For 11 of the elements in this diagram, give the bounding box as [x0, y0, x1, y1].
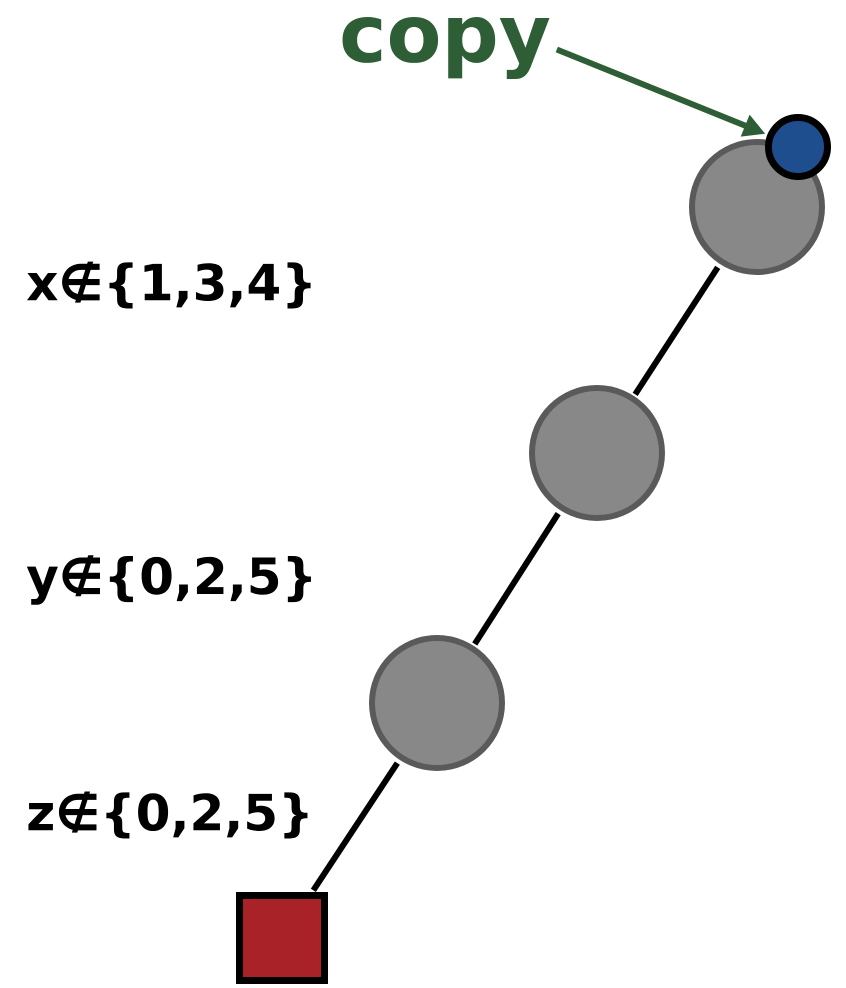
circle-node: [529, 385, 665, 521]
circle-node: [369, 635, 505, 771]
constraint-label: z∉{0,2,5}: [28, 792, 308, 838]
connector-line: [632, 266, 720, 396]
connector-line: [472, 512, 561, 646]
copy-label: copy: [342, 16, 550, 80]
constraint-label: y∉{0,2,5}: [26, 555, 311, 605]
circle-node: [765, 114, 831, 180]
connector-line: [310, 761, 400, 892]
square-node: [236, 892, 328, 984]
constraint-label: x∉{1,3,4}: [26, 262, 311, 308]
